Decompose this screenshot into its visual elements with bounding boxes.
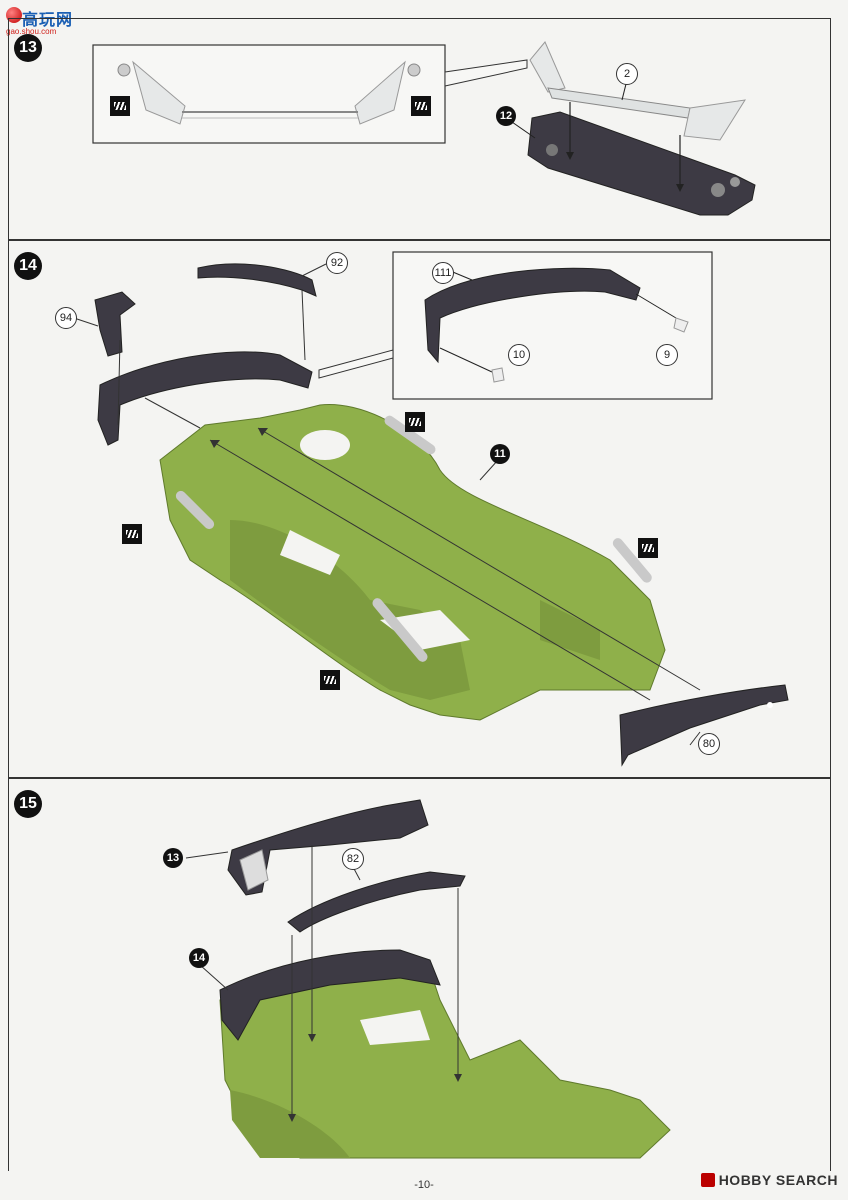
paint-icon xyxy=(411,96,431,116)
part-callout-80: 80 xyxy=(698,733,720,755)
watermark-title: 高玩网 xyxy=(22,10,74,29)
part-callout-10: 10 xyxy=(508,344,530,366)
subassembly-callout-13: 13 xyxy=(163,848,183,868)
page-number: -10- xyxy=(414,1179,434,1191)
step-14-badge: 14 xyxy=(14,252,42,280)
rear-wing-inset-drawing xyxy=(117,59,528,125)
part-callout-9: 9 xyxy=(656,344,678,366)
part-callout-92: 92 xyxy=(326,252,348,274)
step-14-panel xyxy=(8,240,831,778)
footer-brand: HOBBY SEARCH xyxy=(700,1172,838,1188)
paint-icon xyxy=(405,412,425,432)
rear-wing-drawing xyxy=(511,41,756,216)
part-callout-94: 94 xyxy=(55,307,77,329)
paint-icon xyxy=(638,538,658,558)
part-callout-2: 2 xyxy=(616,63,638,85)
paint-icon xyxy=(110,96,130,116)
subassembly-callout-12: 12 xyxy=(496,106,516,126)
paint-icon xyxy=(320,670,340,690)
subassembly-callout-11: 11 xyxy=(490,444,510,464)
step-13-panel xyxy=(8,18,831,240)
watermark-url: gao.shou.com xyxy=(6,27,57,36)
step-13-badge: 13 xyxy=(14,34,42,62)
part-callout-111: 111 xyxy=(432,262,454,284)
body-parts-drawing xyxy=(73,263,789,767)
rear-diffuser-inset-drawing xyxy=(424,267,689,383)
hobby-search-logo-icon xyxy=(700,1173,715,1187)
paint-icon xyxy=(122,524,142,544)
footer-brand-text: HOBBY SEARCH xyxy=(718,1172,838,1188)
part-callout-82: 82 xyxy=(342,848,364,870)
step-15-badge: 15 xyxy=(14,790,42,818)
subassembly-callout-14: 14 xyxy=(189,948,209,968)
step-15-drawing xyxy=(185,799,671,1159)
watermark-ball-icon xyxy=(6,7,22,23)
step-15-panel xyxy=(8,778,831,1171)
watermark-logo: 高玩网 gao.shou.com xyxy=(4,4,74,38)
